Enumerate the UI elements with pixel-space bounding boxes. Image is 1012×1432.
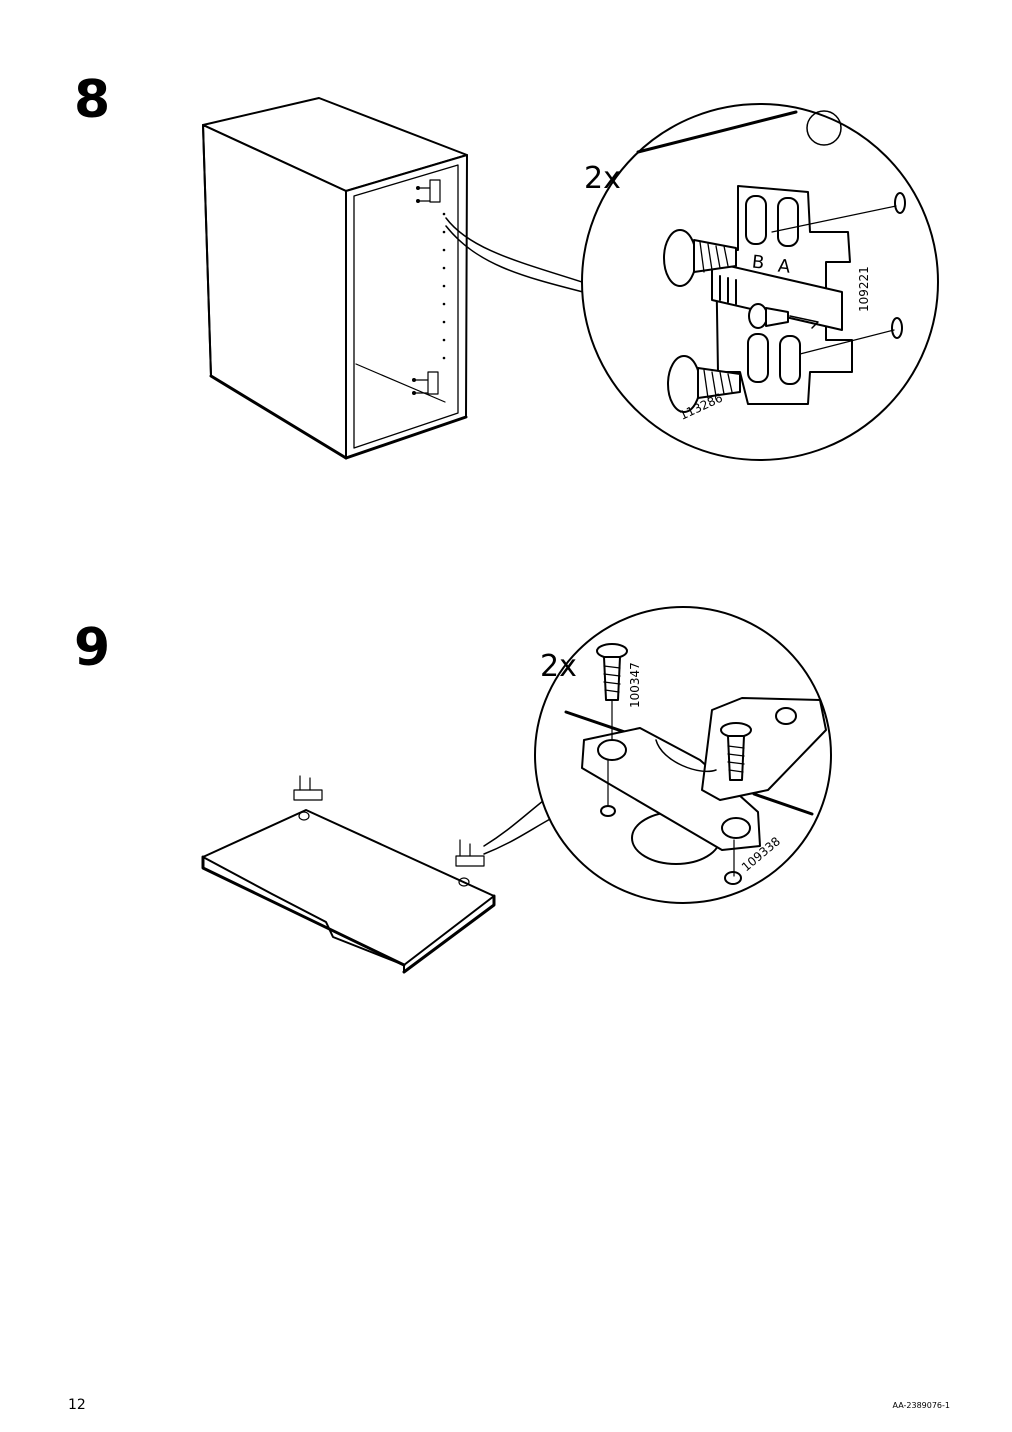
step-number: 8 xyxy=(74,70,111,130)
page-number: 12 xyxy=(68,1397,86,1413)
document-code: AA-2389076-1 xyxy=(892,1401,950,1410)
hinge-detail xyxy=(564,643,827,885)
step-number: 9 xyxy=(74,618,111,678)
plate-letter-a: A xyxy=(777,256,792,278)
cabinet-drawing xyxy=(202,97,468,460)
part-code-plate: 109221 xyxy=(857,266,871,312)
shelf-panel-drawing xyxy=(201,775,496,974)
quantity-label: 2x xyxy=(584,161,621,196)
quantity-label: 2x xyxy=(540,649,577,684)
plate-letter-b: B xyxy=(751,252,765,274)
part-code-screw: 100347 xyxy=(628,662,642,708)
hinge-plate-detail xyxy=(636,110,906,413)
